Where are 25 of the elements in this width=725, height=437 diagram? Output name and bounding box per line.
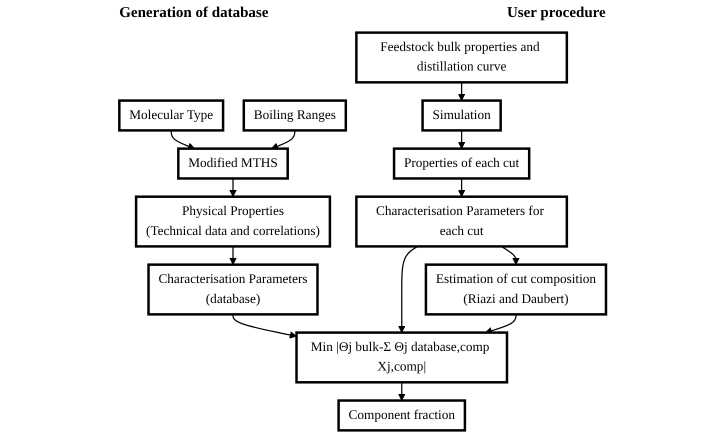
arrow bbox=[398, 246, 418, 333]
arrow bbox=[270, 130, 296, 150]
node-box: Estimation of cut composition (Riazi and Daubert) bbox=[424, 263, 608, 316]
node-box: Component fraction bbox=[337, 399, 466, 432]
arrow bbox=[229, 246, 236, 265]
node-box: Boiling Ranges bbox=[242, 99, 347, 132]
arrow bbox=[232, 314, 297, 339]
node-box: Physical Properties (Technical data and correlations) bbox=[134, 195, 331, 248]
arrow bbox=[229, 178, 236, 198]
node-box: Properties of each cut bbox=[392, 147, 530, 180]
arrow bbox=[398, 382, 406, 401]
arrow bbox=[458, 130, 466, 149]
arrow bbox=[500, 246, 520, 265]
arrow bbox=[458, 82, 466, 101]
node-box: Min |Θj bulk-Σ Θj database,comp Xj,comp| bbox=[295, 331, 508, 384]
node-box: Characterisation Parameters for each cut bbox=[354, 195, 568, 248]
node-box: Feedstock bulk properties and distillation curve bbox=[354, 31, 568, 84]
node-box: Modified MTHS bbox=[176, 147, 289, 180]
node-box: Characterisation Parameters (database) bbox=[147, 263, 319, 316]
node-box: Molecular Type bbox=[118, 99, 224, 132]
node-box: Simulation bbox=[421, 99, 502, 132]
arrow bbox=[170, 130, 195, 150]
arrow bbox=[458, 178, 466, 198]
column-heading: Generation of database bbox=[119, 4, 268, 22]
column-heading: User procedure bbox=[506, 4, 606, 22]
